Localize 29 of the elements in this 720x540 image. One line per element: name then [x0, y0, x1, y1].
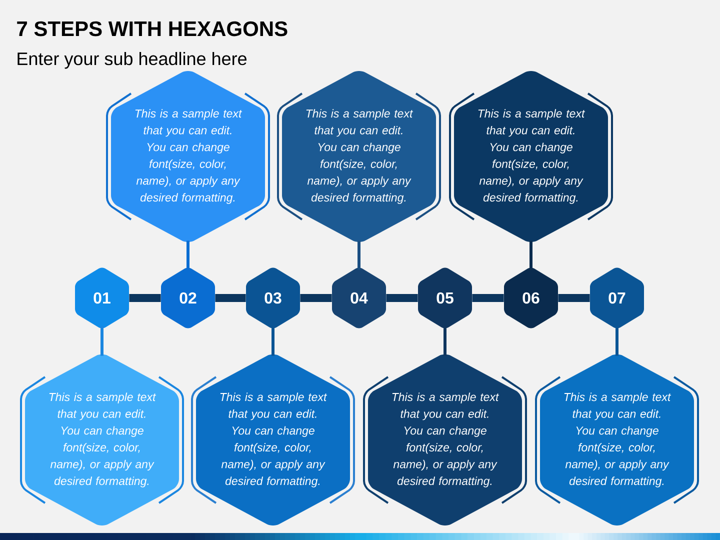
text-hexagon: This is a sample text that you can edit. You can change font(size, color, name), or apply any desired formatting.	[540, 354, 694, 526]
title: 7 STEPS WITH HEXAGONS	[17, 21, 288, 36]
connector-bar	[129, 294, 161, 302]
connector-line	[186, 240, 190, 270]
connector-bar	[215, 294, 246, 302]
connector-bar	[472, 294, 504, 302]
connector-bar	[386, 294, 418, 302]
connector-bar	[300, 294, 332, 302]
text-hexagon: This is a sample text that you can edit. You can change font(size, color, name), or apply any desired formatting.	[282, 70, 436, 242]
text-hexagon: This is a sample text that you can edit. You can change font(size, color, name), or apply any desired formatting.	[454, 70, 608, 242]
connector-line	[616, 326, 618, 356]
text-hexagon: This is a sample text that you can edit. You can change font(size, color, name), or apply any desired formatting.	[368, 354, 522, 526]
connector-bar	[558, 294, 590, 302]
text-hexagon: This is a sample text that you can edit. You can change font(size, color, name), or apply any desired formatting.	[25, 354, 179, 526]
text-hexagon: This is a sample text that you can edit. You can change font(size, color, name), or apply any desired formatting.	[196, 354, 350, 526]
step-hexagon: 04	[332, 268, 386, 328]
connector-line	[100, 326, 104, 356]
step-hexagon: 06	[504, 268, 558, 328]
step-hexagon: 05	[418, 268, 472, 328]
step-hexagon: 01	[75, 268, 129, 328]
step-hexagon: 07	[590, 268, 644, 328]
subtitle: Enter your sub headline here	[18, 52, 246, 69]
connector-line	[444, 326, 446, 356]
step-hexagon: 02	[161, 268, 215, 328]
step-hexagon: 03	[246, 268, 300, 328]
text-hexagon: This is a sample text that you can edit. You can change font(size, color, name), or apply any desired formatting.	[111, 70, 265, 242]
connector-line	[358, 240, 360, 270]
connector-line	[530, 240, 532, 270]
connector-line	[272, 326, 274, 356]
